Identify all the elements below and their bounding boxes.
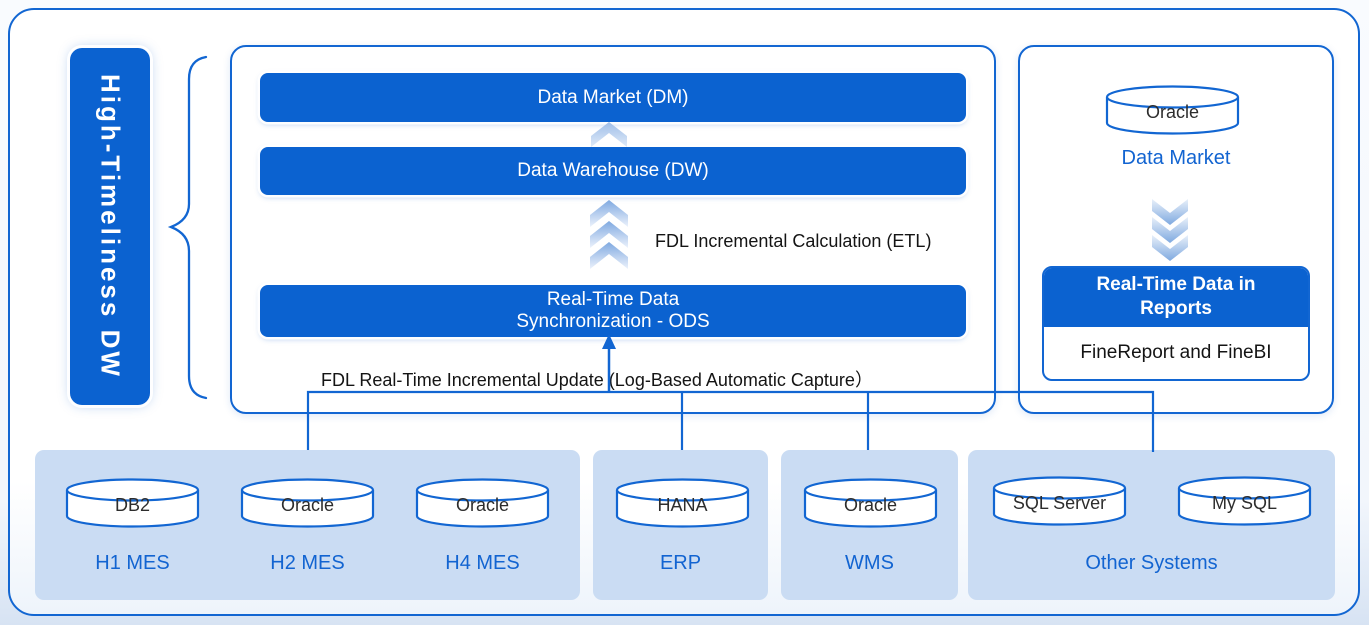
card-title-line1: Real-Time Data in: [1096, 274, 1256, 295]
database-name: My SQL: [1211, 493, 1277, 513]
oracle-wms-cylinder: Oracle: [803, 478, 938, 528]
ods-bar: Real-Time Data Synchronization - ODS: [260, 285, 966, 337]
reporting-panel: Oracle Data Market Real-Time Data in Rep…: [1018, 45, 1334, 414]
system-label-other-systems: Other Systems: [1085, 552, 1218, 574]
data-warehouse-dw-label: Data Warehouse (DW): [517, 160, 709, 181]
database-cylinder-icon: [65, 478, 200, 528]
database-cylinder-icon: [803, 478, 938, 528]
data-market-dm-label: Data Market (DM): [537, 86, 689, 108]
database-name: DB2: [114, 495, 150, 515]
db2-cylinder: DB2: [65, 478, 200, 528]
card-body-text: FineReport and FineBI: [1080, 342, 1272, 363]
source-group-mes: DB2 Oracle Oracle H1 MES H2 MES H4 MES: [35, 450, 580, 600]
database-cylinder-icon: [415, 478, 550, 528]
database-cylinder-icon: [992, 476, 1127, 526]
oracle-h4-cylinder: Oracle: [415, 478, 550, 528]
database-name: Oracle: [843, 495, 897, 515]
dw-pipeline-box: Data Market (DM) Data Warehouse (DW) Rea…: [230, 45, 996, 414]
realtime-reports-card-body: FineReport and FineBI: [1044, 327, 1308, 379]
mysql-cylinder: My SQL: [1177, 476, 1312, 526]
database-cylinder-icon: [1177, 476, 1312, 526]
data-market-dm-bar: Data Market (DM): [260, 73, 966, 122]
database-cylinder-icon: [1105, 85, 1240, 135]
data-warehouse-dw-bar: Data Warehouse (DW): [260, 147, 966, 195]
database-name: HANA: [657, 495, 708, 515]
database-cylinder-icon: [615, 478, 750, 528]
source-group-erp: HANA ERP: [593, 450, 768, 600]
ods-label-line2: Synchronization - ODS: [516, 311, 710, 332]
system-label-h4-mes: H4 MES: [445, 552, 520, 574]
oracle-data-market-cylinder: Oracle: [1105, 85, 1240, 135]
database-name: Oracle: [280, 495, 334, 515]
high-timeliness-dw-title: High-Timeliness DW: [95, 74, 126, 379]
database-name: SQL Server: [1012, 493, 1107, 513]
realtime-reports-card-header: Real-Time Data in Reports: [1044, 268, 1308, 327]
etl-note: FDL Incremental Calculation (ETL): [655, 231, 932, 251]
realtime-reports-card: Real-Time Data in Reports FineReport and…: [1042, 266, 1310, 381]
system-label-h1-mes: H1 MES: [95, 552, 170, 574]
system-label-h2-mes: H2 MES: [270, 552, 345, 574]
database-name: Oracle: [1145, 102, 1199, 122]
source-group-wms: Oracle WMS: [781, 450, 958, 600]
high-timeliness-dw-box: High-Timeliness DW: [70, 48, 150, 405]
database-cylinder-icon: [240, 478, 375, 528]
hana-cylinder: HANA: [615, 478, 750, 528]
realtime-update-note: FDL Real-Time Incremental Update (Log-Ba…: [321, 370, 873, 390]
oracle-h2-cylinder: Oracle: [240, 478, 375, 528]
database-name: Oracle: [455, 495, 509, 515]
card-title-line2: Reports: [1140, 298, 1212, 319]
sql-server-cylinder: SQL Server: [992, 476, 1127, 526]
system-label-erp: ERP: [659, 552, 702, 574]
source-group-other-systems: SQL Server My SQL Other Systems: [968, 450, 1335, 600]
system-label-wms: WMS: [845, 552, 894, 574]
data-market-caption: Data Market: [1121, 147, 1231, 169]
ods-label-line1: Real-Time Data: [546, 289, 680, 310]
